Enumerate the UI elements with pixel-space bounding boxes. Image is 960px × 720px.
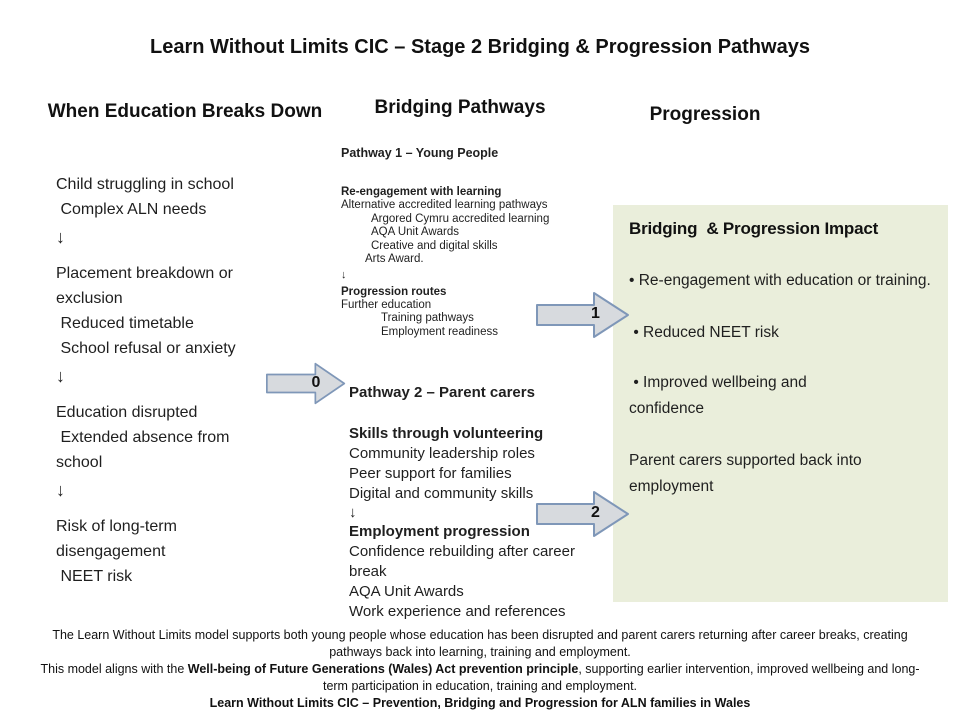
pathway1-subhead: Re-engagement with learning	[341, 186, 502, 198]
left-column-breakdown-flow: Child struggling in school Complex ALN n…	[56, 172, 274, 589]
column-heading-bridging-pathways: Bridging Pathways	[374, 97, 546, 118]
pathway2-section: Pathway 2 – Parent carers Skills through…	[349, 383, 589, 622]
pathway2-line: Confidence rebuilding after career break	[349, 543, 580, 580]
footer-line-1: The Learn Without Limits model supports …	[52, 628, 908, 659]
block-arrow-2: 2	[536, 489, 630, 539]
pathway1-line: Arts Award.	[365, 253, 424, 265]
impact-bullet: • Improved wellbeing and confidence	[629, 374, 812, 417]
pathway2-subhead: Employment progression	[349, 523, 530, 540]
footer-line-2-prefix: This model aligns with the	[40, 662, 188, 676]
pathway1-line: Further education	[341, 298, 432, 311]
pathway2-line: Peer support for families	[349, 465, 512, 482]
pathway1-line: Employment readiness	[381, 325, 498, 338]
breakdown-line: Complex ALN needs	[56, 201, 207, 218]
impact-bullet: • Reduced NEET risk	[629, 324, 779, 341]
footer-line-2-suffix: , supporting earlier intervention, impro…	[322, 662, 920, 693]
pathway1-title: Pathway 1 – Young People	[341, 146, 499, 160]
pathway1-section: Pathway 1 – Young People Re-engagement w…	[341, 146, 579, 339]
right-arrow-icon	[536, 292, 629, 338]
breakdown-line: NEET risk	[56, 568, 133, 585]
impact-box: Bridging & Progression Impact • Re-engag…	[613, 205, 948, 602]
pathway2-line: AQA Unit Awards	[349, 583, 464, 600]
pathway1-line: Training pathways	[381, 312, 474, 324]
down-arrow-icon: ↓	[56, 480, 65, 500]
pathway2-line: Digital and community skills	[349, 485, 534, 502]
breakdown-line: School refusal or anxiety	[56, 340, 236, 357]
breakdown-line: Risk of long-term disengagement	[56, 518, 182, 560]
pathway1-line: Argored Cymru accredited learning	[371, 212, 550, 225]
arrow-label: 0	[311, 373, 321, 391]
breakdown-line: Extended absence from school	[56, 429, 234, 471]
column-heading-when-education-breaks-down: When Education Breaks Down	[47, 101, 323, 122]
column-heading-progression: Progression	[649, 104, 761, 125]
arrow-label: 2	[591, 503, 600, 521]
impact-bullet: • Re-engagement with education or traini…	[629, 272, 931, 289]
breakdown-line: Placement breakdown or exclusion	[56, 265, 238, 307]
block-arrow-0: 0	[266, 361, 346, 406]
footer-line-2-bold: Well-being of Future Generations (Wales)…	[187, 662, 579, 676]
pathway1-subhead: Progression routes	[341, 285, 447, 298]
arrow-label: 1	[591, 304, 600, 322]
slide-title: Learn Without Limits CIC – Stage 2 Bridg…	[150, 36, 810, 58]
right-arrow-icon	[266, 362, 346, 405]
breakdown-line: Education disrupted	[56, 404, 198, 421]
breakdown-line: Child struggling in school	[56, 176, 234, 193]
right-arrow-icon	[536, 491, 629, 537]
down-arrow-icon: ↓	[56, 227, 65, 247]
impact-title: Bridging & Progression Impact	[629, 219, 879, 238]
pathway2-line: Community leadership roles	[349, 445, 535, 462]
pathway2-line: Work experience and references	[349, 603, 566, 620]
down-arrow-icon: ↓	[341, 268, 347, 281]
pathway1-line: AQA Unit Awards	[371, 226, 459, 238]
block-arrow-1: 1	[536, 290, 630, 340]
pathway2-subhead: Skills through volunteering	[349, 425, 544, 442]
footer-line-3: Learn Without Limits CIC – Prevention, B…	[209, 696, 751, 710]
pathway2-title: Pathway 2 – Parent carers	[349, 384, 535, 401]
pathway1-line: Creative and digital skills	[371, 239, 498, 252]
footer-notes: The Learn Without Limits model supports …	[40, 627, 920, 712]
pathway1-line: Alternative accredited learning pathways	[341, 199, 548, 211]
down-arrow-icon: ↓	[56, 366, 65, 386]
breakdown-line: Reduced timetable	[56, 315, 194, 332]
impact-note: Parent carers supported back into employ…	[629, 452, 866, 495]
footer-line-2: This model aligns with the Well-being of…	[40, 661, 920, 695]
down-arrow-icon: ↓	[349, 504, 357, 521]
